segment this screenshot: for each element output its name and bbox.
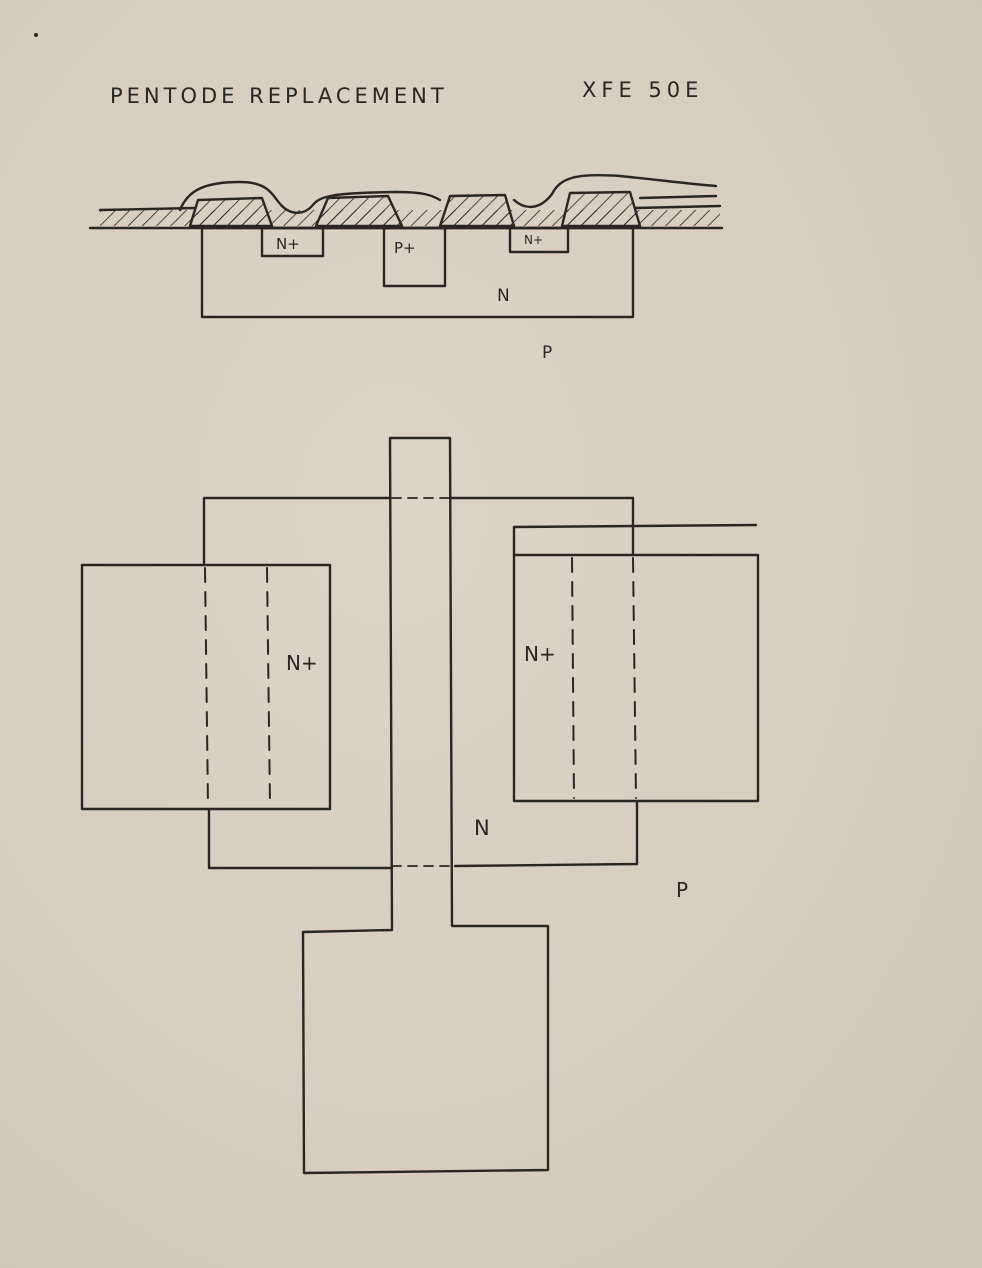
metal-line-right [512, 523, 758, 529]
label-cs-n-plus-left: N+ [276, 235, 300, 253]
thick-oxide-islands [188, 190, 642, 228]
n-plus-right-region [508, 226, 570, 254]
top-view-diagram [80, 436, 760, 1175]
right-contour-dashes [571, 557, 637, 799]
title-pentode-replacement: PENTODE REPLACEMENT [110, 84, 448, 108]
n-plus-right-diffusion [512, 553, 760, 803]
metal-contours [178, 174, 718, 214]
label-tv-substrate: P [676, 878, 688, 902]
label-cs-substrate: P [542, 343, 552, 363]
label-tv-n-well: N [474, 816, 490, 840]
left-contour-dashes [204, 567, 271, 807]
label-tv-n-plus-left: N+ [286, 651, 318, 675]
cross-section-diagram [88, 174, 724, 319]
gate-strip-and-pad [301, 436, 550, 1175]
cross-section-labels: N+ P+ N+ N P [276, 233, 552, 363]
label-cs-n-well: N [497, 286, 510, 306]
n-plus-left-region [260, 226, 325, 258]
p-plus-region [382, 226, 447, 288]
top-view-labels: N+ N+ N P [286, 642, 688, 902]
label-cs-p-plus: P+ [394, 239, 416, 257]
title-part-number: XFE 50E [582, 78, 704, 102]
label-cs-n-plus-right: N+ [524, 233, 543, 247]
label-tv-n-plus-right: N+ [524, 642, 556, 666]
n-plus-left-diffusion [80, 563, 332, 811]
n-well-outline [202, 496, 639, 870]
paper-speck [34, 33, 38, 37]
